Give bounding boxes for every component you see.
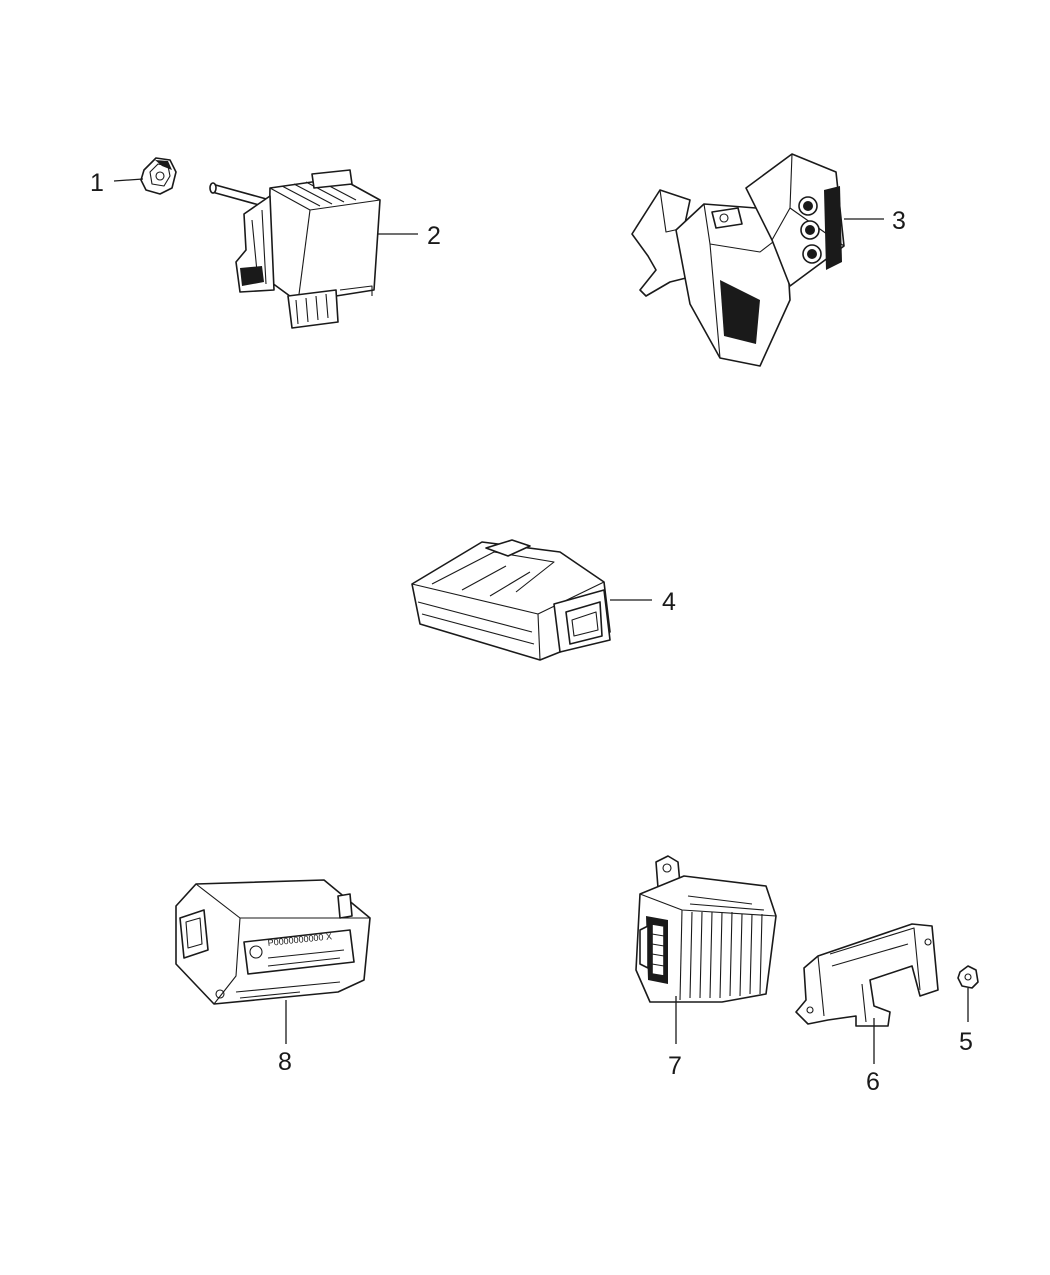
part-8-module: P0000000000 X [175, 879, 371, 1005]
callout-3: 3 [892, 207, 906, 235]
leader-1 [113, 178, 144, 182]
part-7-module [635, 855, 777, 1003]
callout-2: 2 [427, 222, 441, 250]
part-1-clip [140, 157, 177, 195]
callout-6: 6 [866, 1068, 880, 1096]
callout-5: 5 [959, 1028, 973, 1056]
callout-8: 8 [278, 1048, 292, 1076]
part-6-bracket [795, 923, 939, 1027]
part-5-nut [957, 965, 979, 989]
callout-4: 4 [662, 588, 676, 616]
callout-7: 7 [668, 1052, 682, 1080]
part-3-module [631, 153, 845, 367]
callout-1: 1 [90, 169, 104, 197]
part-4-ecu [411, 539, 611, 661]
part-2-module [209, 169, 381, 329]
